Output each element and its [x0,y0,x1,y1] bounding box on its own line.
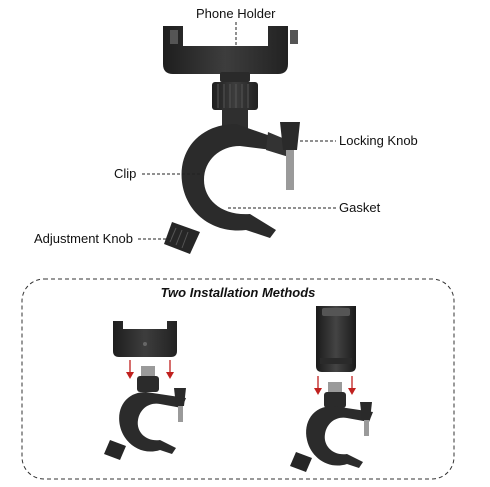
method-one-holder [113,321,177,357]
method-two-clamp [290,382,373,472]
installation-frame [21,278,455,480]
label-locking-knob: Locking Knob [339,133,418,148]
locking-knob-part [280,122,300,190]
label-phone-holder: Phone Holder [196,6,276,21]
method-one-clamp [104,366,186,460]
label-clip: Clip [114,166,136,181]
method-one [104,321,186,460]
clip-part [181,124,292,238]
label-adjustment-knob: Adjustment Knob [34,231,133,246]
adjustment-knob-part [164,222,200,254]
label-gasket: Gasket [339,200,381,215]
phone-holder-part [163,26,298,82]
main-mount [163,26,300,254]
installation-title: Two Installation Methods [161,285,316,300]
neck-part [212,82,258,130]
method-two-holder [316,306,356,372]
method-two [290,306,373,472]
